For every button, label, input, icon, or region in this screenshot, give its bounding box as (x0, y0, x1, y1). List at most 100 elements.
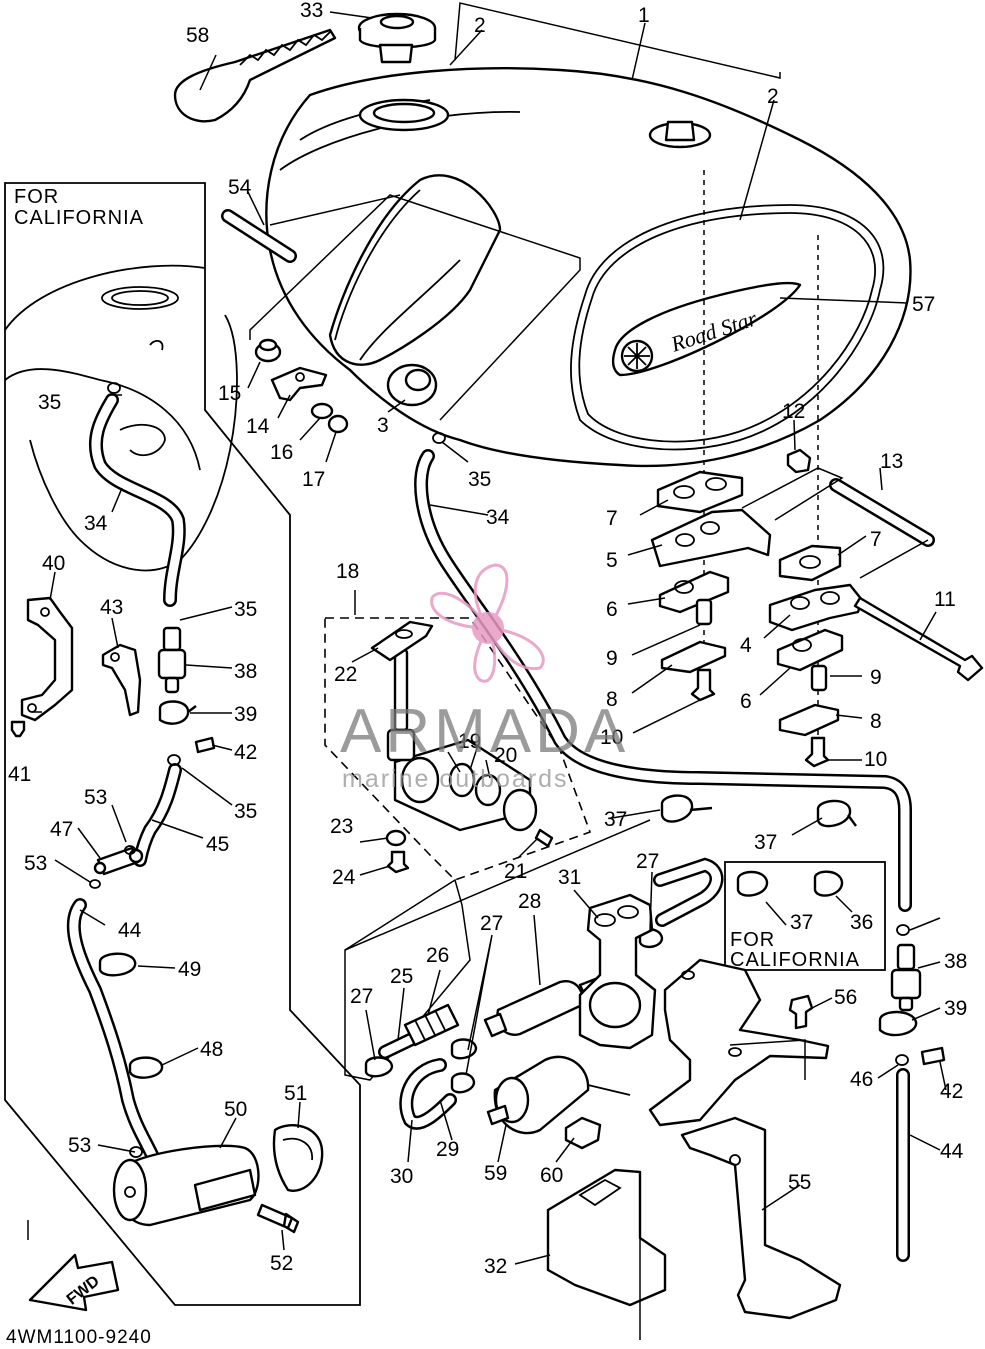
fuel-cap-33 (357, 12, 437, 64)
fuel-pump-59 (486, 1055, 631, 1135)
nut-12 (786, 448, 812, 474)
canister-50 (112, 1144, 260, 1227)
callout-6b: 6 (740, 690, 752, 713)
bolt-11 (853, 596, 984, 682)
plate-8b (778, 703, 840, 737)
callout-10a: 10 (600, 726, 623, 749)
callout-4: 4 (740, 634, 752, 657)
callout-12: 12 (782, 400, 805, 423)
cup-21 (502, 788, 554, 848)
inset-clamp-49 (98, 952, 137, 977)
callout-41: 41 (8, 763, 31, 786)
callout-5: 5 (606, 549, 618, 572)
callout-28: 28 (518, 890, 541, 913)
clip-35 (432, 432, 446, 444)
inset-bolt-41 (10, 720, 26, 738)
collar-9a (695, 598, 713, 626)
callout-52: 52 (270, 1252, 293, 1275)
callout-22: 22 (334, 663, 357, 686)
leader-lines (27, 2, 947, 1265)
callout-55: 55 (788, 1171, 811, 1194)
callout-11: 11 (934, 588, 956, 611)
callout-labels: 1 2 2 3 4 5 6 6 7 7 8 8 9 9 10 10 11 12 … (8, 0, 967, 1278)
clip-46 (895, 1054, 909, 1066)
clamp-27c (450, 1072, 476, 1094)
callout-51: 51 (284, 1082, 307, 1105)
inset-clip-53b (89, 879, 101, 889)
callout-37a: 37 (604, 808, 627, 831)
callout-45: 45 (206, 833, 229, 856)
callout-30: 30 (390, 1165, 413, 1188)
watermark-propeller-logo (430, 563, 545, 683)
hose-loop (653, 857, 724, 927)
callout-42a: 42 (234, 741, 257, 764)
callout-39a: 39 (234, 703, 257, 726)
fuel-tank-1 (265, 67, 912, 468)
inset-clip-53c (129, 1146, 143, 1158)
watermark: ARMADA marine outboards (340, 563, 629, 793)
callout-27a: 27 (350, 985, 373, 1008)
clip-35r (896, 924, 910, 936)
callout-46: 46 (850, 1068, 873, 1091)
callout-23: 23 (330, 815, 353, 838)
callout-7b: 7 (870, 528, 882, 551)
bolt-52 (256, 1203, 300, 1234)
inset-clamp-48 (128, 1056, 164, 1079)
callout-38b: 38 (944, 950, 967, 973)
filter-19 (448, 762, 476, 798)
bolt-56 (788, 994, 814, 1030)
callout-21: 21 (504, 860, 527, 883)
callout-31: 31 (558, 866, 581, 889)
screw-24 (386, 850, 410, 874)
callout-2a: 2 (474, 14, 486, 37)
inset-caption-line1: FOR (14, 186, 59, 208)
callout-8b: 8 (870, 710, 882, 733)
callout-38a: 38 (234, 660, 257, 683)
fwd-arrow: FWD (28, 1253, 120, 1312)
callout-27b: 27 (480, 912, 503, 935)
callout-42b: 42 (940, 1080, 963, 1103)
callout-19: 19 (458, 730, 481, 753)
small-inset-caption-line2: CALIFORNIA (730, 949, 860, 971)
clamp-27a (364, 1056, 394, 1078)
damper-7a (656, 470, 744, 514)
callout-2b: 2 (767, 85, 779, 108)
callout-39b: 39 (944, 997, 967, 1020)
callout-9a: 9 (606, 647, 618, 670)
callout-25: 25 (390, 965, 413, 988)
callout-47: 47 (50, 818, 73, 841)
callout-15: 15 (218, 382, 241, 405)
damper-3 (386, 363, 438, 407)
watermark-brand: ARMADA (340, 697, 629, 766)
hose-30 (399, 1058, 457, 1130)
callout-9b: 9 (870, 666, 882, 689)
callout-36: 36 (850, 911, 873, 934)
clamp-37b (816, 799, 857, 828)
damper-6b (776, 628, 844, 672)
callout-37c: 37 (790, 911, 813, 934)
inset-bracket-40 (20, 596, 74, 722)
clamp-39r (878, 1010, 918, 1037)
callout-16: 16 (270, 441, 293, 464)
nut-60 (564, 1116, 602, 1150)
cover-32 (546, 1168, 667, 1307)
inset-caption-line2: CALIFORNIA (14, 207, 144, 229)
callout-40: 40 (42, 552, 65, 575)
grommet-15 (254, 338, 282, 363)
small-inset-caption-line1: FOR (730, 929, 775, 951)
callout-35d: 35 (234, 800, 257, 823)
canister-cover-51 (272, 1123, 324, 1192)
watermark-tagline: marine outboards (342, 765, 569, 793)
callout-3: 3 (377, 414, 389, 437)
callout-56: 56 (834, 986, 857, 1009)
callout-44a: 44 (118, 919, 142, 942)
hose-25 (378, 1033, 417, 1059)
inset-bolt-42 (194, 736, 216, 754)
callout-35c: 35 (234, 598, 257, 621)
callout-35b: 35 (468, 468, 491, 491)
callout-34a: 34 (84, 512, 108, 535)
washer-16 (310, 402, 334, 420)
callout-58: 58 (186, 24, 209, 47)
callout-34b: 34 (486, 506, 510, 529)
callout-18: 18 (336, 560, 359, 583)
